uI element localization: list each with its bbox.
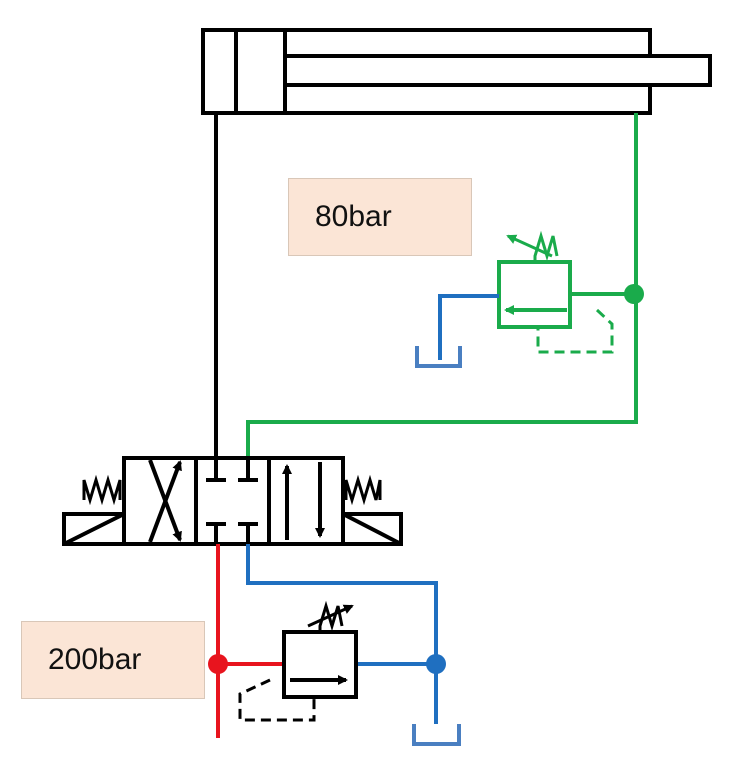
pilot-line xyxy=(536,308,614,354)
solenoid-left xyxy=(62,512,126,546)
return-line xyxy=(246,544,438,724)
junction-node-red xyxy=(208,654,228,674)
spring-icon xyxy=(533,230,559,262)
cylinder-rod xyxy=(283,54,712,87)
tank-icon xyxy=(412,724,461,746)
return-line-80bar xyxy=(438,294,499,360)
spring-left-icon xyxy=(82,474,122,506)
pressure-label-80bar: 80bar xyxy=(288,178,472,256)
pressure-line xyxy=(216,544,284,738)
pressure-label-80bar-text: 80bar xyxy=(315,200,392,233)
junction-node-blue xyxy=(426,654,446,674)
relief-valve-80bar xyxy=(497,230,614,354)
rod-side-line xyxy=(246,113,638,458)
junction-node-green xyxy=(624,284,644,304)
pressure-label-200bar-text: 200bar xyxy=(48,643,142,676)
pilot-line xyxy=(238,678,316,722)
solenoid-right xyxy=(341,512,403,546)
relief-valve-200bar xyxy=(238,600,358,722)
pressure-label-200bar: 200bar xyxy=(21,621,205,699)
tank-icon xyxy=(415,346,462,368)
spring-right-icon xyxy=(344,474,382,506)
hydraulic-cylinder xyxy=(201,28,712,115)
directional-valve-4-3 xyxy=(122,456,345,546)
